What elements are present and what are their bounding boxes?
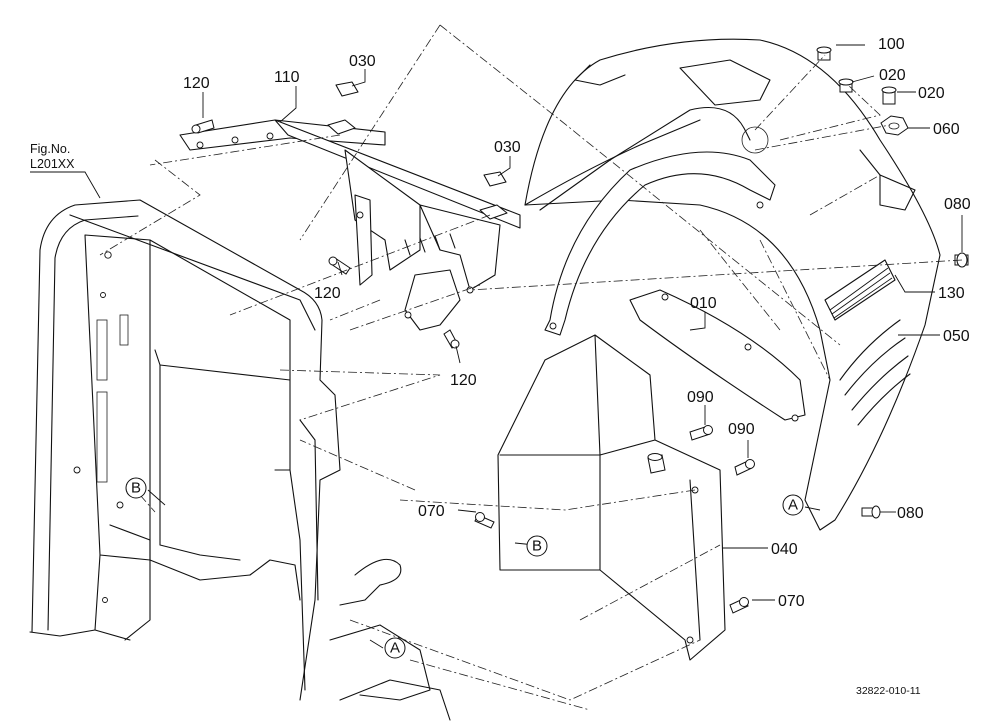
drawing-code: 32822-010-11 [856,685,921,697]
part-label-060: 060 [933,121,960,138]
part-label-010: 010 [690,295,717,312]
rubber-block-030-a [327,81,359,135]
reference-marker-a-frame: A [384,637,406,659]
bolt-090-b [734,459,755,476]
bolt-070-a [474,512,495,529]
reference-marker-a-cover-text: A [788,497,798,514]
part-label-030-b: 030 [494,139,521,156]
rubber-block-030-b [479,171,508,220]
part-label-030-a: 030 [349,53,376,70]
part-label-080-a: 080 [944,196,971,213]
reference-marker-b-panel: B [526,535,548,557]
bolt-070-b [729,597,749,614]
bolt-080-b [861,505,881,519]
part-label-070-b: 070 [778,593,805,610]
part-label-080-b: 080 [897,505,924,522]
bolt-080-a [954,252,969,268]
part-label-040: 040 [771,541,798,558]
bracket-110 [179,119,521,331]
bolt-120-b [328,256,351,275]
part-label-120-a: 120 [183,75,210,92]
part-label-020-b: 020 [918,85,945,102]
figure-ref-line1: Fig.No. [30,142,70,156]
inner-cover-010 [629,289,806,422]
part-label-090-a: 090 [687,389,714,406]
reference-marker-b-frame-text: B [131,480,141,497]
reference-marker-a-frame-text: A [390,640,400,657]
bolt-120-c [443,329,460,349]
part-label-130: 130 [938,285,965,302]
frame-assembly [29,199,451,721]
reference-marker-b-panel-text: B [532,538,542,555]
decal-130 [824,259,896,321]
assembly-guide-lines [99,24,963,711]
nut-060 [880,115,909,136]
bolt-090-a [689,425,713,441]
part-label-020-a: 020 [879,67,906,84]
spacer-090 [647,453,666,474]
side-panel-040 [497,334,726,661]
front-cover-050 [524,38,941,531]
hood-inner-frame [544,151,776,336]
part-label-070-a: 070 [418,503,445,520]
figure-ref-line2: L201XX [30,157,75,171]
reference-marker-b-frame: B [125,477,147,499]
bolt-020-a [838,78,854,93]
reference-marker-a-cover: A [782,494,804,516]
bolt-100 [816,46,832,61]
part-label-110: 110 [274,69,300,86]
bolt-120-a [191,119,215,134]
part-label-050: 050 [943,328,970,345]
bolt-020-b [881,86,897,105]
part-label-090-b: 090 [728,421,755,438]
part-label-120-c: 120 [450,372,477,389]
part-label-100: 100 [878,36,905,53]
part-label-120-b: 120 [314,285,341,302]
